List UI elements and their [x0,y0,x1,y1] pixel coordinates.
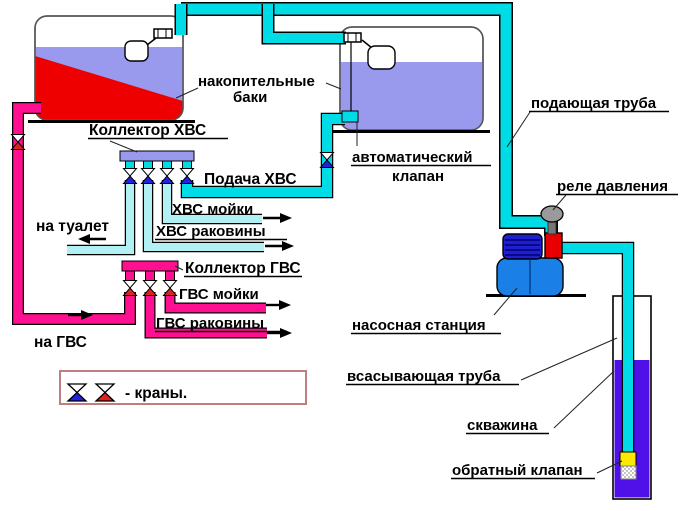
label-cold-basins: ХВС раковины [156,223,266,240]
right-float-ball [367,45,396,70]
cold-sinks-arrow [263,213,292,223]
cold-collector [119,150,195,171]
left-tank-ground-line [28,120,195,123]
label-collector-hot: Коллектор ГВС [185,260,301,277]
hot-basins-pipe [145,292,267,338]
hot-water-pipes [12,102,267,339]
check-valve-body [619,451,637,467]
right-tank-float-valve [341,32,396,123]
cold-collector-bar [119,150,195,162]
label-storage-tanks-2: баки [233,89,267,106]
right-storage-tank [328,26,490,133]
automatic-valve [319,152,335,168]
label-collector-cold: Коллектор ХВС [89,122,206,139]
valves [10,134,335,296]
labels: накопительные баки Коллектор ХВС Подача … [34,73,678,480]
label-pressure-relay: реле давления [557,178,668,195]
label-pump-station: насосная станция [352,317,486,334]
left-tank-hot-water [35,56,183,120]
label-suction-pipe: всасывающая труба [347,368,501,385]
label-hot-basins: ГВС раковины [156,315,264,332]
hot-main-pipe [13,103,135,324]
pressure-relay [540,205,564,223]
legend-text: - краны. [125,385,187,402]
legend-valve-blue-icon [66,383,88,402]
suction-pipe [557,243,633,453]
hot-collector [121,260,179,283]
hot-riser-valve [10,134,26,150]
flow-arrows [68,213,294,338]
hot-sinks-pipe [165,292,266,313]
cold-supply-to-collector-pipe [182,114,345,197]
pump-head-block [544,232,563,259]
check-valve [619,451,637,480]
tank-auto-valve-sensor [341,110,359,123]
label-check-valve: обратный клапан [452,462,583,479]
label-hot-sinks: ГВС мойки [179,286,259,303]
leader-lines [109,82,623,474]
cold-basins-pipe [144,180,264,251]
label-storage-tanks-1: накопительные [198,73,315,90]
label-to-toilet: на туалет [36,218,109,235]
label-borehole: скважина [467,417,538,434]
label-supply-cold: Подача ХВС [204,171,297,188]
pump-station [486,205,586,297]
label-to-hot: на ГВС [34,334,87,351]
left-tank-float-valve [124,28,173,62]
hot-basins-arrow [267,328,292,338]
hot-collector-valves [122,280,178,296]
right-tank-ground-line [328,130,490,133]
cold-collector-valves [122,168,195,184]
legend: - краны. [59,370,307,405]
label-supply-pipe: подающая труба [531,95,657,112]
hot-collector-bar [121,260,179,272]
cold-sinks-pipe [163,180,262,223]
toilet-pipe [67,180,134,254]
right-tank-fill-pipe [263,4,346,43]
legend-valve-red-icon [94,383,116,402]
hot-sinks-arrow [266,300,291,310]
check-valve-strainer [620,465,637,480]
label-cold-sinks: ХВС мойки [172,201,253,218]
right-tank-water [340,62,483,130]
to-hot-arrow [68,310,93,320]
cold-basins-arrow [265,241,294,251]
label-auto-valve-2: клапан [392,168,444,185]
left-float-ball [124,40,149,62]
to-toilet-arrow [78,234,106,244]
label-auto-valve-1: автоматический [352,149,472,166]
